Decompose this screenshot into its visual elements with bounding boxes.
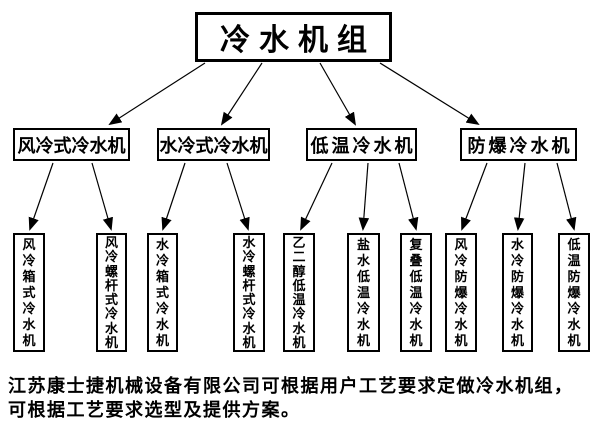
arrow-water-to-screw-type (226, 162, 250, 231)
node-water-cooled-chiller: 水冷式冷水机 (157, 128, 270, 161)
arrow-root-to-air-cooled (108, 62, 206, 126)
arrow-explosion-to-lowtemp (556, 162, 577, 231)
node-chiller-unit-root: 冷水机组 (195, 12, 392, 62)
arrow-air-to-screw-type (91, 162, 113, 231)
node-water-cooled-explosion-proof-chiller: 水冷防爆冷水机 (502, 233, 533, 352)
node-low-temp-explosion-proof-chiller: 低温防爆冷水机 (558, 233, 590, 352)
arrow-explosion-to-water (513, 162, 526, 231)
arrow-water-to-box-type (161, 162, 186, 231)
node-air-cooled-box-chiller: 风冷箱式冷水机 (13, 233, 45, 352)
node-air-cooled-explosion-proof-chiller: 风冷防爆冷水机 (445, 233, 477, 352)
company-note: 江苏康士捷机械设备有限公司可根据用户工艺要求定做冷水机组， 可根据工艺要求选型及… (8, 374, 598, 422)
company-note-line-2: 可根据工艺要求选型及提供方案。 (8, 400, 301, 420)
node-glycol-low-temp-chiller: 乙二醇低温冷水机 (283, 233, 315, 352)
node-water-cooled-screw-chiller: 水冷螺杆式冷水机 (233, 233, 265, 352)
node-air-cooled-screw-chiller: 风冷螺杆式冷水机 (96, 233, 127, 352)
arrow-lowtemp-to-glycol (300, 162, 333, 231)
arrow-air-to-box-type (28, 162, 54, 231)
arrow-lowtemp-to-brine (358, 162, 370, 231)
company-note-line-1: 江苏康士捷机械设备有限公司可根据用户工艺要求定做冷水机组， (8, 376, 574, 396)
node-cascade-low-temp-chiller: 复叠低温冷水机 (400, 233, 432, 352)
node-air-cooled-chiller: 风冷式冷水机 (13, 128, 130, 161)
node-brine-low-temp-chiller: 盐水低温冷水机 (347, 233, 380, 352)
arrow-lowtemp-to-cascade (398, 162, 419, 231)
arrow-explosion-to-air (461, 162, 488, 231)
node-explosion-proof-chiller: 防爆冷水机 (460, 128, 577, 161)
node-water-cooled-box-chiller: 水冷箱式冷水机 (147, 233, 178, 352)
node-low-temp-chiller: 低温冷水机 (306, 128, 417, 161)
arrow-root-to-explosion-proof (379, 62, 480, 126)
arrow-root-to-water-cooled (220, 62, 263, 126)
arrow-root-to-low-temp (319, 62, 356, 126)
